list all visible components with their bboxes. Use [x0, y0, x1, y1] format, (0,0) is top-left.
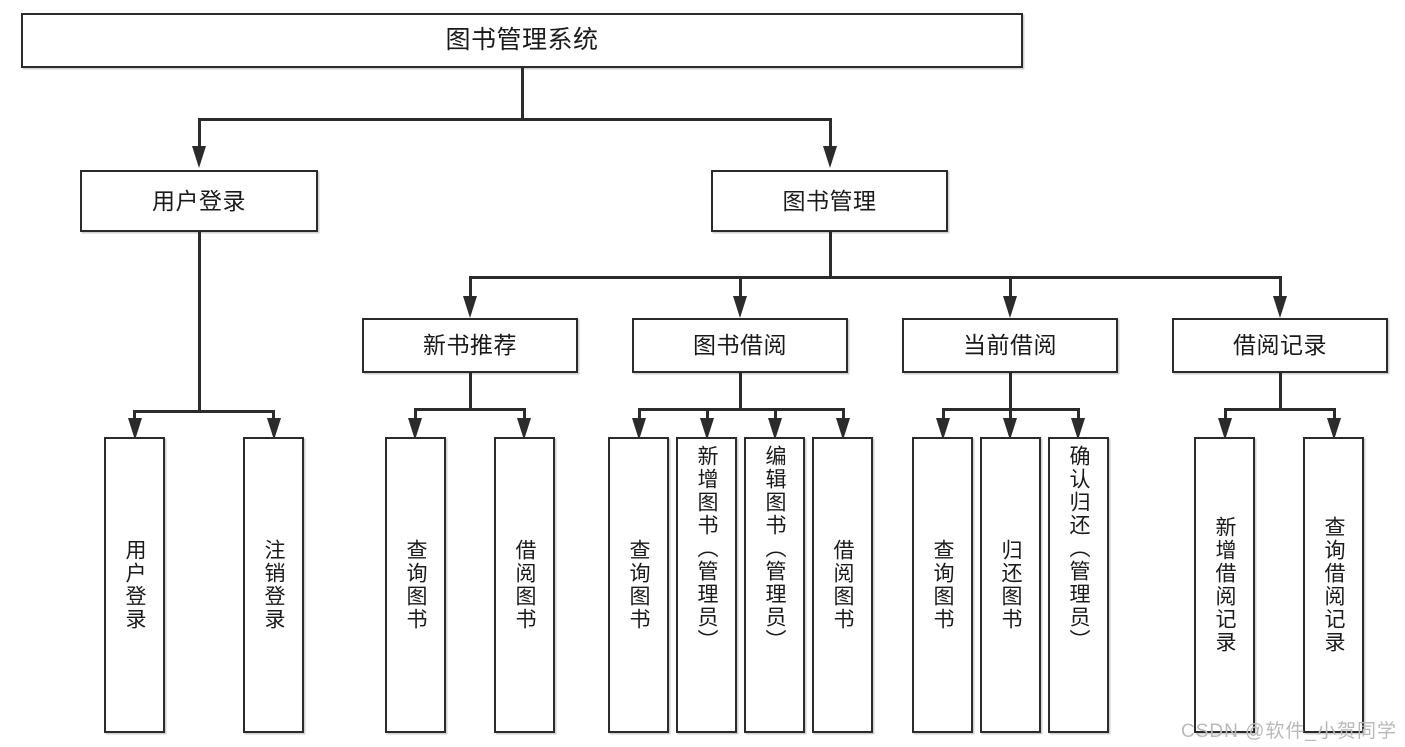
connector-user-login-left-drop [133, 410, 136, 422]
connector-current-borrow-stem [1009, 373, 1012, 410]
connector-level2-bus [199, 118, 832, 121]
connector-book-manage-stem [829, 232, 832, 278]
connector-user-login-bus [134, 410, 274, 413]
connector-current-borrow-drop-3 [1077, 408, 1080, 422]
node-book-management[interactable]: 图书管理 [711, 170, 948, 232]
node-label: 确认归还（管理员） [1067, 445, 1090, 652]
connector-user-login-stem [198, 232, 201, 412]
node-label: 查询图书 [627, 539, 650, 631]
arrowhead-leaf-query-book-1 [408, 418, 422, 440]
node-label: 图书管理 [782, 187, 877, 214]
connector-book-borrow-stem [739, 373, 742, 410]
node-current-borrow[interactable]: 当前借阅 [902, 318, 1118, 373]
connector-borrow-record-bus [1225, 408, 1335, 411]
leaf-user-login[interactable]: 用户登录 [104, 437, 165, 733]
node-book-borrow[interactable]: 图书借阅 [632, 318, 848, 373]
arrowhead-leaf-query-record [1327, 418, 1341, 440]
connector-current-borrow-drop-1 [942, 408, 945, 422]
leaf-query-book-current[interactable]: 查询图书 [912, 437, 973, 733]
arrowhead-leaf-add-book [700, 418, 714, 440]
node-label: 当前借阅 [963, 332, 1057, 359]
connector-new-book-drop-2 [523, 408, 526, 422]
leaf-query-borrow-record[interactable]: 查询借阅记录 [1303, 437, 1364, 733]
node-user-login[interactable]: 用户登录 [80, 170, 318, 232]
arrowhead-leaf-user-logout [267, 418, 281, 440]
node-label: 查询借阅记录 [1322, 516, 1345, 654]
connector-current-borrow-drop-2 [1009, 408, 1012, 422]
leaf-user-logout[interactable]: 注销登录 [243, 437, 304, 733]
connector-to-book-borrow [739, 276, 742, 298]
arrowhead-new-book [463, 296, 477, 318]
arrowhead-user-login [192, 146, 206, 168]
leaf-borrow-book-recommend[interactable]: 借阅图书 [494, 437, 555, 733]
node-label: 新增图书（管理员） [695, 445, 718, 652]
node-label: 查询图书 [404, 539, 427, 631]
node-label: 图书管理系统 [445, 26, 599, 55]
arrowhead-leaf-return-book [1003, 418, 1017, 440]
node-label: 图书借阅 [693, 332, 787, 359]
connector-book-borrow-drop-4 [842, 408, 845, 422]
connector-book-borrow-drop-1 [638, 408, 641, 422]
leaf-query-book-recommend[interactable]: 查询图书 [385, 437, 446, 733]
connector-book-borrow-drop-2 [706, 408, 709, 422]
node-new-book-recommend[interactable]: 新书推荐 [362, 318, 578, 373]
connector-new-book-drop-1 [414, 408, 417, 422]
node-root-system[interactable]: 图书管理系统 [21, 13, 1023, 68]
connector-to-new-book [469, 276, 472, 298]
connector-new-book-stem [469, 373, 472, 410]
arrowhead-leaf-borrow-book-2 [836, 418, 850, 440]
connector-borrow-record-drop-1 [1224, 408, 1227, 422]
node-label: 注销登录 [262, 539, 285, 631]
arrowhead-leaf-edit-book [768, 418, 782, 440]
node-label: 新增借阅记录 [1213, 516, 1236, 654]
arrowhead-leaf-query-book-2 [632, 418, 646, 440]
arrowhead-leaf-confirm-return [1071, 418, 1085, 440]
leaf-add-book-admin[interactable]: 新增图书（管理员） [676, 437, 737, 733]
leaf-return-book[interactable]: 归还图书 [980, 437, 1041, 733]
node-label: 借阅记录 [1233, 332, 1327, 359]
node-label: 新书推荐 [423, 332, 517, 359]
arrowhead-book-borrow [733, 296, 747, 318]
arrowhead-book-manage [823, 146, 837, 168]
node-label: 用户登录 [152, 187, 246, 214]
connector-user-login-right-drop [272, 410, 275, 422]
node-label: 借阅图书 [831, 539, 854, 631]
node-label: 借阅图书 [513, 539, 536, 631]
node-label: 编辑图书（管理员） [763, 445, 786, 652]
connector-borrow-record-stem [1279, 373, 1282, 410]
leaf-add-borrow-record[interactable]: 新增借阅记录 [1194, 437, 1255, 733]
connector-to-borrow-record [1279, 276, 1282, 298]
connector-book-borrow-bus [639, 408, 844, 411]
leaf-borrow-book[interactable]: 借阅图书 [812, 437, 873, 733]
arrowhead-leaf-borrow-book-1 [517, 418, 531, 440]
connector-new-book-bus [415, 408, 525, 411]
node-label: 用户登录 [123, 539, 146, 631]
connector-borrow-record-drop-2 [1333, 408, 1336, 422]
connector-to-book-manage [829, 118, 832, 146]
leaf-query-book-borrow[interactable]: 查询图书 [608, 437, 669, 733]
node-label: 归还图书 [999, 539, 1022, 631]
leaf-confirm-return-admin[interactable]: 确认归还（管理员） [1048, 437, 1109, 733]
leaf-edit-book-admin[interactable]: 编辑图书（管理员） [744, 437, 805, 733]
arrowhead-borrow-record [1273, 296, 1287, 318]
node-borrow-record[interactable]: 借阅记录 [1172, 318, 1388, 373]
connector-book-borrow-drop-3 [774, 408, 777, 422]
connector-level3-bus [470, 276, 1281, 279]
connector-root-stem [521, 68, 524, 120]
arrowhead-leaf-add-record [1218, 418, 1232, 440]
connector-to-current-borrow [1009, 276, 1012, 298]
arrowhead-leaf-user-login [128, 418, 142, 440]
connector-to-user-login [198, 118, 201, 146]
arrowhead-current-borrow [1003, 296, 1017, 318]
arrowhead-leaf-query-book-3 [936, 418, 950, 440]
node-label: 查询图书 [931, 539, 954, 631]
